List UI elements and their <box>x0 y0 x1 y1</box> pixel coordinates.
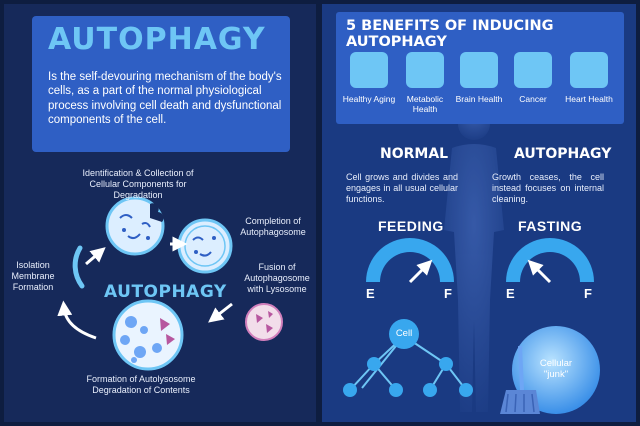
step-formation-label: Formation of Autolysosome Degradation of… <box>86 374 196 395</box>
step-fusion-label: Fusion of Autophagosome with Lysosome <box>244 262 310 294</box>
arrow-icon <box>57 300 97 340</box>
cellular-junk-label: Cellular "junk" <box>539 358 573 381</box>
autophagy-heading: AUTOPHAGY <box>514 146 612 162</box>
normal-heading: NORMAL <box>380 146 449 162</box>
broom-icon <box>500 345 540 414</box>
step-completion-label: Completion of Autophagosome <box>240 216 306 237</box>
autophagy-text: Growth ceases, the cell instead focuses … <box>492 172 604 204</box>
fasting-label: FASTING <box>518 218 583 234</box>
identification-cell-icon <box>105 196 165 256</box>
feeding-empty-label: E <box>366 286 375 301</box>
fasting-gauge-needle <box>527 259 552 284</box>
fasting-empty-label: E <box>506 286 515 301</box>
benefits-title: 5 BENEFITS OF INDUCING AUTOPHAGY <box>346 18 554 50</box>
fasting-full-label: F <box>584 286 592 301</box>
arrow-icon <box>208 302 233 323</box>
feeding-gauge-needle <box>408 259 433 284</box>
feeding-label: FEEDING <box>378 218 444 234</box>
definition-text: Is the self-devouring mechanism of the b… <box>48 71 282 127</box>
lysosome-icon <box>245 303 283 341</box>
fasting-gauge <box>506 238 594 282</box>
human-silhouette <box>444 108 504 412</box>
benefit-tile-brain-health <box>460 52 498 88</box>
normal-text: Cell grows and divides and engages in al… <box>346 172 458 204</box>
benefit-label: Cancer <box>519 94 547 104</box>
step-identification-label: Identification & Collection of Cellular … <box>82 168 194 200</box>
benefit-tile-cancer <box>514 52 552 88</box>
benefit-label: Heart Health <box>565 94 613 104</box>
benefit-label: Healthy Aging <box>342 94 396 104</box>
arrow-icon <box>85 247 106 266</box>
benefit-tile-heart-health <box>570 52 608 88</box>
benefit-label: Metabolic Health <box>406 94 444 114</box>
cell-division-diagram <box>343 319 473 397</box>
autophagosome-cell-icon <box>177 218 233 274</box>
feeding-gauge <box>366 238 454 282</box>
feeding-full-label: F <box>444 286 452 301</box>
cell-label: Cell <box>395 328 413 339</box>
benefit-tile-healthy-aging <box>350 52 388 88</box>
definition-box <box>32 16 290 152</box>
page-title: AUTOPHAGY <box>48 22 266 57</box>
benefit-tile-metabolic-health <box>406 52 444 88</box>
isolation-membrane-icon <box>72 245 85 289</box>
benefit-label: Brain Health <box>455 94 503 104</box>
cycle-title: AUTOPHAGY <box>104 282 227 302</box>
step-isolation-label: Isolation Membrane Formation <box>11 260 55 292</box>
autolysosome-icon <box>112 299 184 371</box>
